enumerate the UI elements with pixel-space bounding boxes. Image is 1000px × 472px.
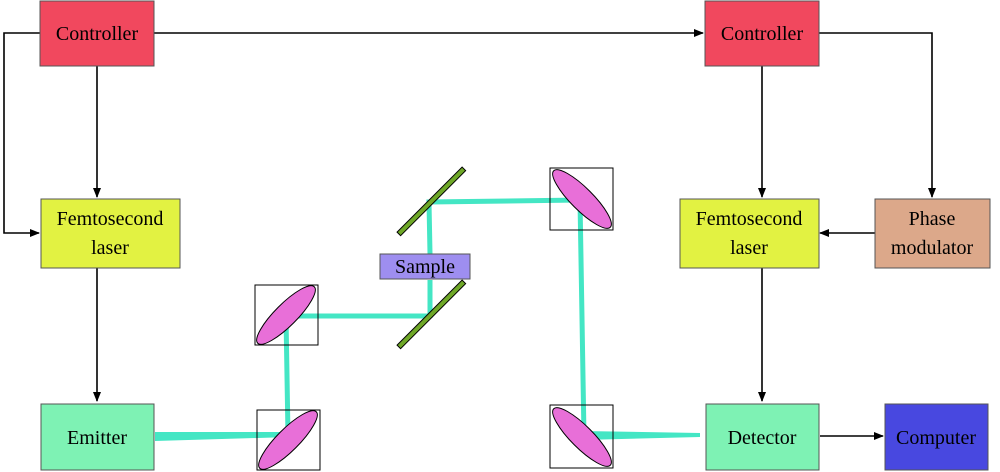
controller-left-label: Controller [56, 23, 139, 45]
laser-left-label-line2: laser [91, 237, 129, 259]
femtosecond-laser-right-box: Femtosecond laser [679, 198, 820, 269]
sample-box: Sample [379, 253, 471, 280]
sample-label: Sample [395, 256, 455, 278]
emitter-label: Emitter [67, 427, 127, 449]
emitter-box: Emitter [40, 403, 155, 471]
beam-lens-to-detector [582, 431, 700, 440]
beam-emitter-to-lens [155, 432, 290, 441]
beam-path-segment-3 [426, 197, 587, 437]
laser-right-label-line2: laser [730, 237, 768, 259]
computer-label: Computer [896, 427, 976, 449]
mirror-bottom [396, 279, 467, 350]
laser-right-label-line1: Femtosecond [696, 208, 803, 230]
detector-label: Detector [728, 427, 797, 449]
mirror-top [396, 166, 467, 237]
phase-modulator-label-line1: Phase [909, 208, 956, 230]
arrow-controller-loop-to-laser-left [3, 32, 40, 237]
lens-bottom-right [549, 404, 614, 469]
phase-modulator-label-line2: modulator [891, 237, 974, 259]
laser-left-label-line1: Femtosecond [57, 208, 164, 230]
arrow-controller-to-phase-modulator [819, 32, 936, 198]
controller-right-box: Controller [704, 0, 820, 67]
lens-middle-left [254, 284, 319, 346]
phase-modulator-box: Phase modulator [874, 198, 991, 269]
computer-box: Computer [884, 403, 989, 471]
detector-box: Detector [705, 403, 820, 471]
controller-left-box: Controller [39, 0, 155, 67]
femtosecond-laser-left-box: Femtosecond laser [40, 198, 181, 269]
lens-bottom-left [256, 409, 321, 471]
controller-right-label: Controller [721, 23, 804, 45]
lens-top-right [549, 167, 614, 231]
